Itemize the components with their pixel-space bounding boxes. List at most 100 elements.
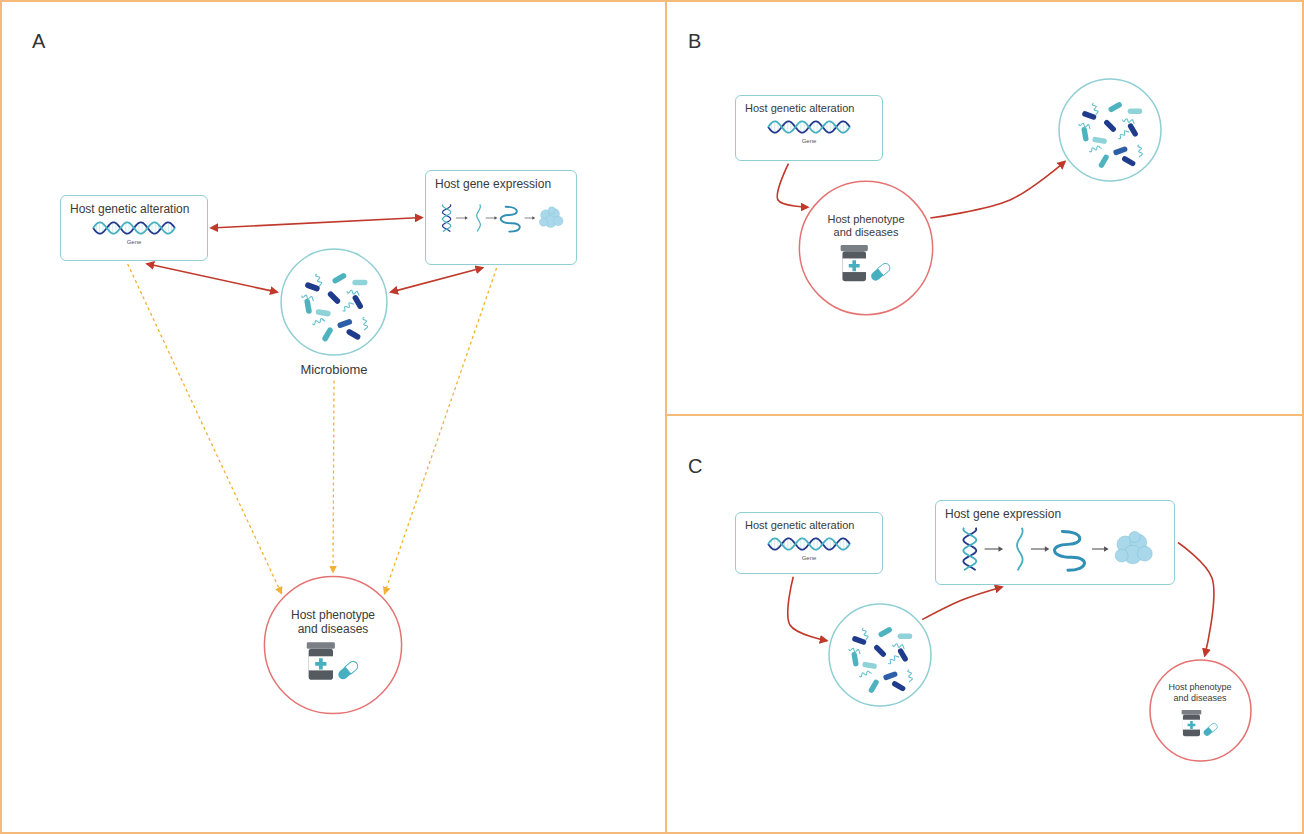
- bacterium: [891, 680, 906, 692]
- microbe-cluster: [848, 626, 913, 694]
- node-title: Host phenotype and diseases: [817, 213, 915, 239]
- protein-blob: [1129, 532, 1140, 543]
- bacterium-filament: [859, 670, 872, 678]
- node-title: Host genetic alteration: [70, 202, 189, 216]
- relation-arrow: [922, 587, 1002, 620]
- bacterium: [345, 328, 361, 340]
- bacterium: [327, 290, 342, 305]
- microbiome-circle: Microbiome: [280, 248, 388, 378]
- bacterium: [1103, 119, 1117, 133]
- step-arrowhead: [495, 217, 498, 221]
- panel-letter: A: [32, 30, 45, 53]
- capsule: [336, 660, 359, 682]
- bacterium: [321, 326, 333, 342]
- circle-border: [281, 249, 387, 355]
- panel-letter: C: [688, 455, 702, 478]
- expression-icon: [443, 205, 563, 232]
- helix-rung: [817, 122, 818, 133]
- helix-strand: [768, 538, 850, 549]
- step-arrow: [486, 218, 495, 219]
- bottle-label: [309, 657, 333, 671]
- relation-arrow: [147, 264, 277, 292]
- bacterium-filament: [301, 294, 314, 301]
- node-icon: [753, 118, 865, 136]
- helix-rung: [99, 223, 100, 234]
- step-arrowhead: [1045, 547, 1050, 553]
- bacterium: [873, 644, 887, 658]
- medicine-icon: [841, 245, 892, 283]
- bacterium: [315, 309, 331, 317]
- bacterium: [1092, 136, 1107, 144]
- step-arrowhead: [999, 547, 1004, 553]
- medicine-icon: [1182, 710, 1219, 737]
- helix-strand: [93, 223, 175, 234]
- helix-rung: [774, 538, 775, 549]
- bottle-body: [309, 649, 333, 680]
- dna-helix: [768, 538, 850, 549]
- node-icon: [753, 535, 865, 553]
- bacterium-filament: [1117, 129, 1129, 140]
- bacterium-filament: [1122, 118, 1135, 124]
- relation-arrow: [391, 268, 483, 292]
- protein-blob: [1115, 549, 1128, 562]
- step-arrow: [525, 218, 533, 219]
- circle-border: [799, 181, 932, 314]
- helix-rung: [142, 223, 143, 234]
- node-icon: [303, 640, 363, 682]
- bacterium: [352, 280, 367, 286]
- helix-rung: [787, 122, 788, 133]
- bottle-body: [1183, 714, 1200, 736]
- node-title: Host gene expression: [945, 507, 1061, 521]
- capsule-half: [345, 660, 360, 674]
- bacterium: [898, 634, 913, 639]
- process-box: Host gene expression: [425, 170, 577, 265]
- capsule-half: [878, 262, 892, 276]
- node-icon: [950, 524, 1160, 574]
- circle-border: [1150, 660, 1251, 761]
- helix-strand: [443, 205, 451, 232]
- relation-arrow: [788, 577, 827, 641]
- node-icon: [78, 219, 190, 237]
- capsule: [869, 262, 891, 283]
- process-box: Host genetic alterationGene: [735, 512, 883, 574]
- node-icon: [837, 243, 895, 283]
- bacterium: [1108, 101, 1123, 113]
- bacterium-filament: [907, 669, 913, 682]
- helix-rung: [787, 539, 788, 550]
- helix-rung: [830, 539, 831, 550]
- helix-rung: [800, 539, 801, 550]
- step-arrowhead: [465, 217, 468, 221]
- helix-rung: [804, 539, 805, 549]
- bacterium: [304, 282, 320, 292]
- microbe-cluster: [1078, 101, 1143, 169]
- circle-outline: [1058, 78, 1162, 182]
- bacterium: [352, 294, 364, 310]
- microbiome-circle: [1058, 78, 1162, 182]
- helix-rung: [155, 223, 156, 234]
- node-icon: [1179, 708, 1221, 738]
- bacterium: [1098, 154, 1110, 169]
- helix-rung: [804, 122, 805, 132]
- process-box: Host genetic alterationGene: [735, 95, 883, 161]
- helix-strand: [93, 223, 175, 234]
- bacterium: [851, 652, 859, 667]
- bacterium-filament: [887, 654, 899, 665]
- panel-letter: B: [688, 30, 701, 53]
- bacterium-filament: [347, 290, 360, 296]
- dna-helix: [93, 223, 175, 234]
- bacterium: [897, 647, 909, 662]
- helix-rung: [830, 122, 831, 133]
- step-arrow: [985, 549, 1000, 550]
- bacterium-filament: [1091, 102, 1099, 115]
- bacterium-filament: [892, 643, 905, 649]
- step-arrowhead: [1104, 547, 1109, 553]
- microbiome-circle-icon: [280, 248, 388, 356]
- helix-strand: [768, 538, 850, 549]
- helix-rung: [800, 122, 801, 133]
- bacterium-filament: [342, 301, 354, 312]
- circle-border: [829, 604, 931, 706]
- circle-outline: [828, 603, 932, 707]
- bacterium: [883, 671, 899, 681]
- bacterium: [1121, 155, 1136, 167]
